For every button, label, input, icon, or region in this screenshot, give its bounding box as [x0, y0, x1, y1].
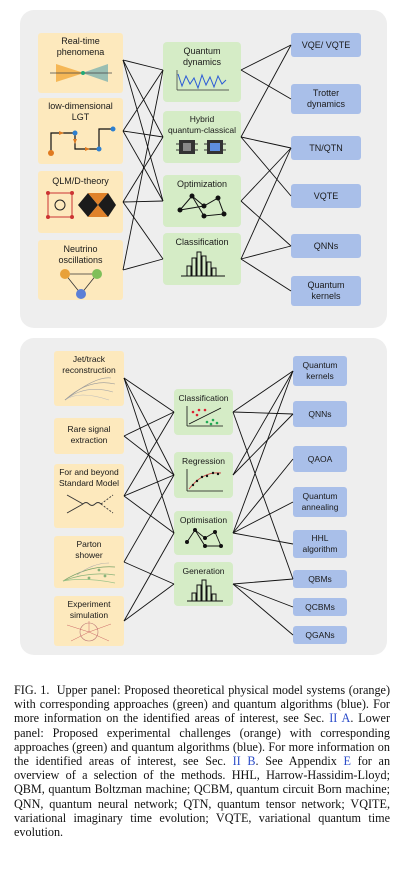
- challenge-jet-track-reconstruction: Jet/track reconstruction: [54, 351, 124, 406]
- algorithm-qaoa: QAOA: [293, 446, 347, 472]
- light-cone-icon: [49, 64, 112, 82]
- system-label: Neutrino oscillations: [58, 244, 103, 265]
- chip-icon: [176, 140, 226, 154]
- challenge-label: Experiment simulation: [67, 599, 111, 620]
- challenge-label: Rare signal extraction: [67, 424, 111, 445]
- histogram-icon: [181, 251, 225, 277]
- lattice-gauge-icon: [47, 126, 115, 156]
- graph-network-icon: [184, 528, 223, 548]
- detector-event-icon: [66, 621, 112, 642]
- approach-label: Optimization: [176, 179, 228, 189]
- feynman-diagram-icon: [66, 494, 114, 514]
- system-label: low-dimensional LGT: [48, 101, 113, 122]
- algorithm-trotter-dynamics: Trotter dynamics: [291, 84, 361, 114]
- quantum-link-model-icon: [45, 191, 116, 219]
- approach-label: Optimisation: [179, 515, 228, 525]
- approach-optimisation: Optimisation: [174, 511, 233, 555]
- caption-text-3: . See Appendix: [255, 754, 337, 769]
- caption-text-2: . Lower panel: Proposed experimental cha…: [14, 711, 391, 769]
- algorithm-vqe-vqte: VQE/ VQTE: [291, 33, 361, 57]
- approach-quantum-dynamics: Quantum dynamics: [163, 42, 241, 102]
- shower-icon: [62, 562, 116, 584]
- algorithm-qgans: QGANs: [293, 626, 347, 644]
- approach-optimization: Optimization: [163, 175, 241, 227]
- approach-label: Hybrid quantum-classical: [167, 114, 237, 135]
- algorithm-quantum-kernels-exp: Quantum kernels: [293, 356, 347, 386]
- algorithm-tn-qtn: TN/QTN: [291, 136, 361, 160]
- algorithm-qnns: QNNs: [291, 234, 361, 258]
- histogram-icon: [186, 579, 223, 602]
- algorithm-qcbms: QCBMs: [293, 598, 347, 616]
- neutrino-flavor-icon: [59, 269, 102, 299]
- figure-label: FIG. 1.: [14, 683, 50, 697]
- approach-classification-exp: Classification: [174, 389, 233, 435]
- approach-hybrid-quantum-classical: Hybrid quantum-classical: [163, 111, 241, 163]
- approach-label: Classification: [175, 237, 229, 247]
- system-low-dimensional-lgt: low-dimensional LGT: [38, 98, 123, 164]
- challenge-for-and-beyond-standard-model: For and beyond Standard Model: [54, 464, 124, 528]
- section-link-2a[interactable]: II A: [329, 711, 351, 726]
- approach-regression: Regression: [174, 452, 233, 498]
- graph-network-icon: [177, 193, 227, 219]
- section-link-2b[interactable]: II B: [232, 754, 256, 769]
- algorithm-qnns-exp: QNNs: [293, 401, 347, 427]
- algorithm-vqte: VQTE: [291, 184, 361, 208]
- figure-caption: FIG. 1. Upper panel: Proposed theoretica…: [14, 683, 390, 839]
- regression-fit-icon: [186, 469, 223, 492]
- approach-label: Regression: [182, 456, 225, 466]
- system-real-time-phenomena: Real-time phenomena: [38, 33, 123, 93]
- scatter-classify-icon: [186, 406, 223, 427]
- algorithm-quantum-kernels: Quantum kernels: [291, 276, 361, 306]
- signal-plot-icon: [176, 70, 229, 91]
- approach-label: Quantum dynamics: [182, 46, 221, 67]
- approach-label: Generation: [182, 566, 225, 576]
- challenge-parton-shower: Parton shower: [54, 536, 124, 588]
- system-qlm-d-theory: QLM/D-theory: [38, 171, 123, 233]
- algorithm-qbms: QBMs: [293, 570, 347, 588]
- approach-classification: Classification: [163, 233, 241, 285]
- caption-text-1: Upper panel: Proposed theoretical physic…: [14, 683, 391, 726]
- challenge-label: Parton shower: [75, 539, 103, 560]
- caption-text-4: for an overview of a selection of the me…: [14, 754, 391, 840]
- algorithm-hhl: HHL algorithm: [293, 530, 347, 558]
- challenge-rare-signal-extraction: Rare signal extraction: [54, 418, 124, 454]
- appendix-link-e[interactable]: E: [343, 754, 351, 769]
- challenge-label: Jet/track reconstruction: [62, 354, 116, 375]
- challenge-label: For and beyond Standard Model: [58, 467, 119, 488]
- system-label: QLM/D-theory: [52, 176, 109, 186]
- algorithm-quantum-annealing: Quantum annealing: [293, 487, 347, 517]
- particle-tracks-icon: [64, 377, 116, 401]
- approach-label: Classification: [178, 393, 229, 403]
- approach-generation: Generation: [174, 562, 233, 606]
- system-label: Real-time phenomena: [56, 36, 105, 57]
- system-neutrino-oscillations: Neutrino oscillations: [38, 240, 123, 300]
- challenge-experiment-simulation: Experiment simulation: [54, 596, 124, 646]
